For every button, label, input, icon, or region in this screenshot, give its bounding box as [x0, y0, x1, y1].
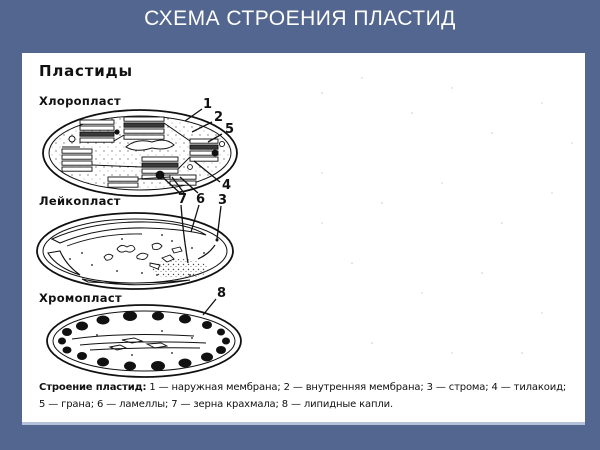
- content-panel: 1 2 5 4 7 6 3 8 Пластиды Хлоропласт Лейк…: [22, 53, 585, 425]
- scan-noise-specks: [321, 77, 573, 354]
- panel-heading: Пластиды: [39, 62, 133, 80]
- callout-4: 4: [222, 178, 231, 193]
- callout-7: 7: [178, 192, 187, 207]
- callout-1: 1: [203, 97, 212, 112]
- caption-line1-text: 1 — наружная мембрана; 2 — внутренняя ме…: [149, 382, 567, 393]
- caption-line2: 5 — грана; 6 — ламеллы; 7 — зерна крахма…: [39, 398, 394, 410]
- section-label-chromoplast: Хромопласт: [39, 291, 122, 305]
- callout-2: 2: [214, 110, 223, 125]
- central-lamellae: [71, 334, 207, 351]
- caption-lead: Строение пластид:: [39, 382, 147, 393]
- callout-6: 6: [196, 192, 205, 207]
- inner-lamella-line: [66, 233, 143, 247]
- lamellae-bands: [47, 221, 216, 286]
- slide-title: СХЕМА СТРОЕНИЯ ПЛАСТИД: [144, 7, 456, 30]
- section-label-chloroplast: Хлоропласт: [39, 94, 121, 108]
- callout-3: 3: [218, 193, 227, 208]
- chromoplast-diagram: [46, 304, 242, 378]
- central-grains: [103, 242, 183, 270]
- caption-line1: Строение пластид: 1 — наружная мембрана;…: [39, 382, 566, 393]
- lipid-droplets-ring: [58, 311, 230, 371]
- stroma-pointer-dot: [215, 238, 219, 242]
- chromoplast-dots: [96, 330, 193, 356]
- lamellae-lines: [62, 122, 191, 180]
- callout-8: 8: [217, 286, 226, 301]
- vesicles: [68, 135, 226, 170]
- callout-leader-lines: [158, 108, 223, 316]
- leucoplast-diagram: [36, 212, 234, 290]
- caption: Строение пластид: 1 — наружная мембрана;…: [39, 380, 581, 413]
- chloroplast-diagram: [42, 109, 238, 197]
- plastid-diagram-svg: 1 2 5 4 7 6 3 8: [36, 77, 573, 378]
- central-membrane-fold: [125, 139, 175, 151]
- starch-speckle-patch: [152, 259, 208, 279]
- callout-5: 5: [225, 122, 234, 137]
- stroma-dots: [69, 234, 205, 276]
- section-label-leucoplast: Лейкопласт: [39, 194, 121, 208]
